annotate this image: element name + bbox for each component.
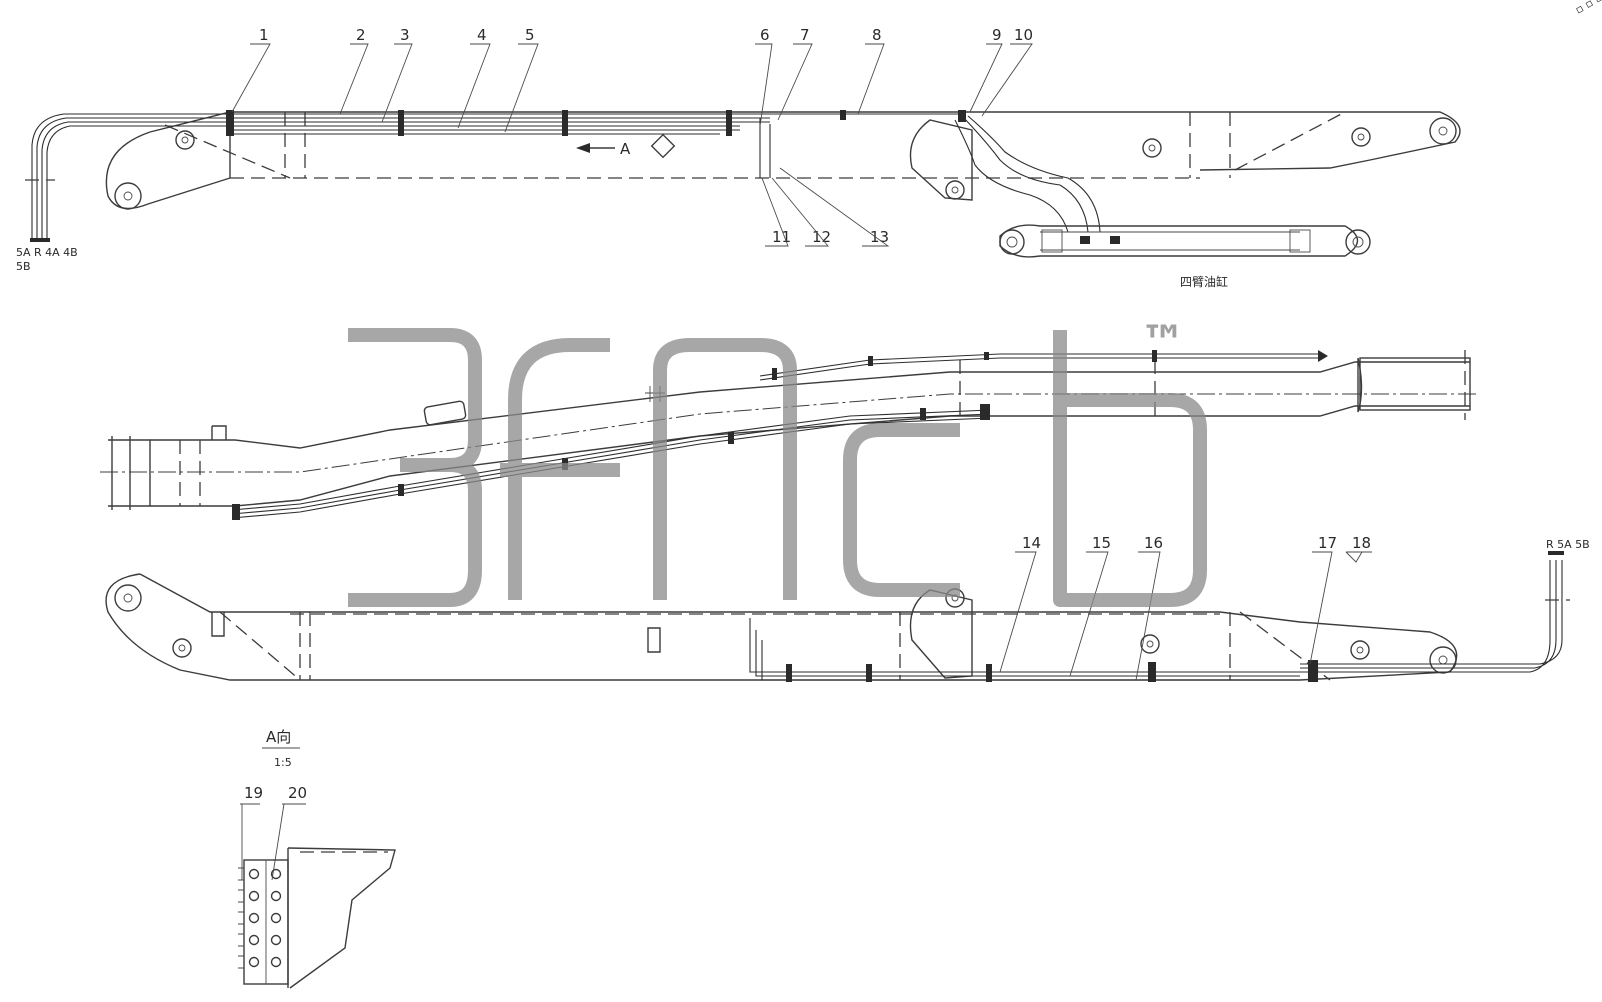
top-callouts: 1 2 3 4 5 6 7 8 9 10 11 12 13 [231,26,1033,247]
callout-8: 8 [872,26,882,44]
callout-19: 19 [244,784,263,802]
fourth-arm-cylinder: 四臂油缸 [999,224,1371,289]
port-labels-top: 5A R 4A 4B [16,246,78,259]
view-arrow-label: A [620,140,631,158]
section-view-a: A向 1:5 19 20 [238,728,396,989]
watermark-logo: ™ [348,315,1207,607]
section-scale: 1:5 [274,756,292,769]
callout-11: 11 [772,228,791,246]
svg-text:▫ ▫ ▫: ▫ ▫ ▫ [1573,0,1602,17]
section-title: A向 [266,728,291,746]
top-boom-view: A 5A R 4A 4B 5B [16,110,1461,273]
port-labels-top-2: 5B [16,260,31,273]
callout-14: 14 [1022,534,1041,552]
middle-plan-view [100,350,1480,520]
callout-10: 10 [1014,26,1033,44]
bottom-boom-view: R 5A 5B [105,538,1590,682]
cylinder-caption: 四臂油缸 [1180,274,1228,289]
callout-13: 13 [870,228,889,246]
callout-16: 16 [1144,534,1163,552]
callout-9: 9 [992,26,1002,44]
callout-5: 5 [525,26,535,44]
port-labels-bottom: R 5A 5B [1546,538,1590,551]
callout-17: 17 [1318,534,1337,552]
callout-20: 20 [288,784,307,802]
port-fittings-top [30,238,50,242]
callout-1: 1 [259,26,269,44]
callout-7: 7 [800,26,810,44]
callout-18: 18 [1352,534,1371,552]
view-arrow-a: A [576,133,676,159]
bottom-callouts: 14 15 16 17 18 [999,534,1372,681]
callout-3: 3 [400,26,410,44]
callout-15: 15 [1092,534,1111,552]
callout-2: 2 [356,26,366,44]
port-fittings-bottom [1548,551,1564,555]
corner-mark: ▫ ▫ ▫ [1573,0,1602,17]
callout-6: 6 [760,26,770,44]
callout-4: 4 [477,26,487,44]
watermark-tm: ™ [1140,315,1186,369]
